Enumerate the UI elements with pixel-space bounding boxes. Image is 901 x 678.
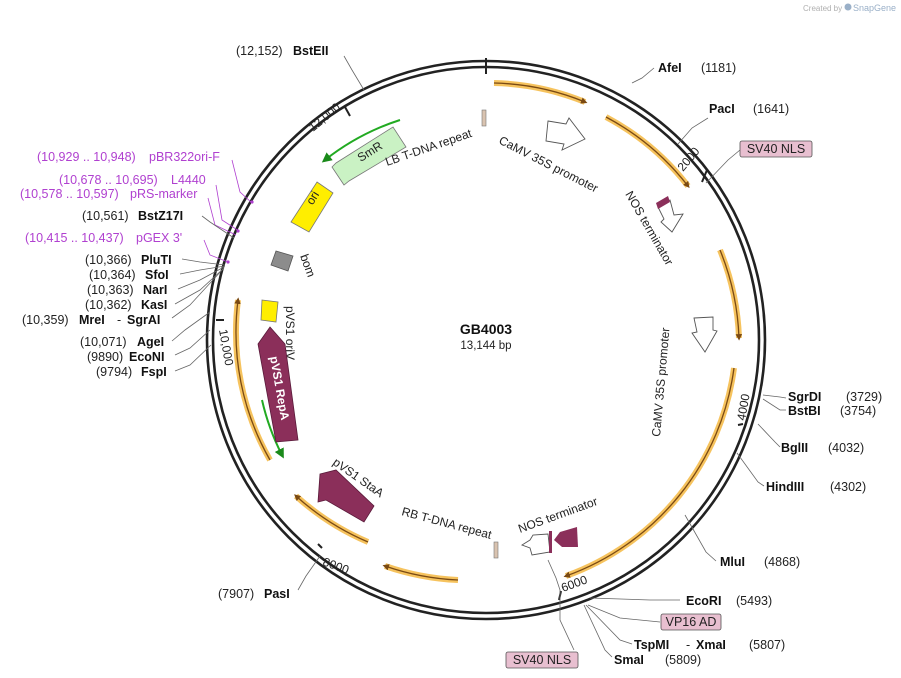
primer-sites	[226, 200, 254, 264]
enzyme-PasI-pos: (7907)	[218, 587, 254, 601]
credit-text: Created by	[803, 4, 842, 13]
primer-pGEX3-range: (10,415 .. 10,437)	[25, 231, 124, 245]
staa-arrow	[317, 469, 375, 523]
enzyme-PacI-pos: (1641)	[753, 102, 789, 116]
enzyme-BstBI[interactable]: BstBI	[788, 404, 821, 418]
enzyme-HindIII-pos: (4302)	[830, 480, 866, 494]
enzyme-SfoI[interactable]: SfoI	[145, 268, 169, 282]
enzyme-SfoI-pos: (10,364)	[89, 268, 136, 282]
snapgene-logo-icon	[844, 3, 852, 11]
tick-label-4000: 4000	[734, 392, 752, 421]
enzyme-SgrDI-pos: (3729)	[846, 390, 882, 404]
nos-bottom-label: NOS terminator	[516, 494, 599, 536]
enzyme-BstZ17I-pos: (10,561)	[82, 209, 129, 223]
left-leaders	[171, 55, 365, 591]
enzyme-AfeI-pos: (1181)	[701, 61, 736, 75]
camv-right-label: CaMV 35S promoter	[649, 327, 672, 437]
enzyme-XmaI-pos: (5807)	[749, 638, 785, 652]
enzyme-EcoRI[interactable]: EcoRI	[686, 594, 721, 608]
enzyme-FspI-pos: (9794)	[96, 365, 132, 379]
enzyme-XmaI[interactable]: XmaI	[696, 638, 726, 652]
enzyme-KasI[interactable]: KasI	[141, 298, 167, 312]
oriv-box	[260, 299, 279, 323]
plasmid-name: GB4003	[460, 321, 512, 337]
enzyme-BglII[interactable]: BglII	[781, 441, 808, 455]
tick-label-12000: 12,000	[306, 100, 343, 135]
bom-box	[270, 250, 294, 272]
sv40-top-box[interactable]: SV40 NLS	[739, 140, 813, 158]
enzyme-HindIII[interactable]: HindIII	[766, 480, 804, 494]
repa-arc	[261, 399, 284, 459]
sv40-bottom-box[interactable]: SV40 NLS	[505, 651, 579, 669]
enzyme-PasI[interactable]: PasI	[264, 587, 290, 601]
rb-repeat-mark	[493, 541, 499, 559]
oriv-label: pVS1 oriV	[283, 306, 297, 360]
primer-L4440-range: (10,678 .. 10,695)	[59, 173, 158, 187]
sv40-bottom-label: SV40 NLS	[513, 653, 571, 667]
enzyme-MreI-pos: (10,359)	[22, 313, 69, 327]
enzyme-EcoNI[interactable]: EcoNI	[129, 350, 164, 364]
enzyme-SmaI-pos: (5809)	[665, 653, 701, 667]
primer-pRS-marker[interactable]: pRS-marker	[130, 187, 197, 201]
repa-arrow	[257, 326, 299, 443]
enzyme-NarI-pos: (10,363)	[87, 283, 134, 297]
enzyme-KasI-pos: (10,362)	[85, 298, 132, 312]
enzyme-MreI[interactable]: MreI	[79, 313, 105, 327]
enzyme-MluI-pos: (4868)	[764, 555, 800, 569]
enzyme-SmaI[interactable]: SmaI	[614, 653, 644, 667]
enzyme-BstZ17I[interactable]: BstZ17I	[138, 209, 183, 223]
credit-brand: SnapGene	[853, 3, 896, 13]
primer-pBR322ori-F-range: (10,929 .. 10,948)	[37, 150, 136, 164]
smr-arc	[321, 119, 401, 163]
camv-top-label: CaMV 35S promoter	[497, 133, 601, 195]
enzyme-AgeI-pos: (10,071)	[80, 335, 127, 349]
primer-L4440[interactable]: L4440	[171, 173, 206, 187]
enzyme-PluTI[interactable]: PluTI	[141, 253, 172, 267]
primer-pBR322ori-F[interactable]: pBR322ori-F	[149, 150, 220, 164]
bom-label: bom	[297, 252, 318, 279]
nos-top-mark	[656, 196, 670, 209]
tick-label-10000: 10,000	[216, 328, 236, 367]
enzyme-PacI[interactable]: PacI	[709, 102, 735, 116]
enzyme-TspMI[interactable]: TspMI	[634, 638, 669, 652]
plasmid-size: 13,144 bp	[460, 340, 511, 352]
orf-arcs	[233, 80, 743, 583]
enzyme-TspMI-sep: -	[686, 638, 690, 652]
vp16-block	[554, 527, 578, 547]
smr-arrow	[331, 126, 407, 186]
enzyme-AfeI[interactable]: AfeI	[658, 61, 682, 75]
ori-label: ori	[303, 189, 322, 208]
camv-right-arrow	[691, 316, 718, 353]
lb-repeat-mark	[481, 109, 487, 127]
nos-bottom-arrow	[520, 533, 551, 556]
enzyme-MluI[interactable]: MluI	[720, 555, 745, 569]
ori-arrow	[290, 181, 334, 233]
rb-repeat-label: RB T-DNA repeat	[400, 504, 494, 542]
primer-pGEX3[interactable]: pGEX 3'	[136, 231, 182, 245]
primer-pRS-marker-range: (10,578 .. 10,597)	[20, 187, 119, 201]
nos-top-arrow	[657, 199, 684, 233]
enzyme-NarI[interactable]: NarI	[143, 283, 167, 297]
camv-top-arrow	[545, 117, 586, 151]
enzyme-EcoRI-pos: (5493)	[736, 594, 772, 608]
enzyme-SgrAI[interactable]: SgrAI	[127, 313, 160, 327]
right-leaders	[547, 67, 787, 658]
enzyme-BstEII[interactable]: BstEII	[293, 44, 328, 58]
enzyme-FspI[interactable]: FspI	[141, 365, 167, 379]
enzyme-BstBI-pos: (3754)	[840, 404, 876, 418]
enzyme-EcoNI-pos: (9890)	[87, 350, 123, 364]
sv40-bottom-mark	[549, 531, 552, 553]
vp16-box[interactable]: VP16 AD	[660, 613, 722, 631]
enzyme-MreI-sep: -	[117, 313, 121, 327]
enzyme-BstEII-pos: (12,152)	[236, 44, 283, 58]
tick-label-8000: 8000	[321, 555, 351, 577]
enzyme-AgeI[interactable]: AgeI	[137, 335, 164, 349]
enzyme-PluTI-pos: (10,366)	[85, 253, 132, 267]
vp16-label: VP16 AD	[666, 615, 717, 629]
enzyme-BglII-pos: (4032)	[828, 441, 864, 455]
sv40-top-label: SV40 NLS	[747, 142, 805, 156]
enzyme-SgrDI[interactable]: SgrDI	[788, 390, 821, 404]
